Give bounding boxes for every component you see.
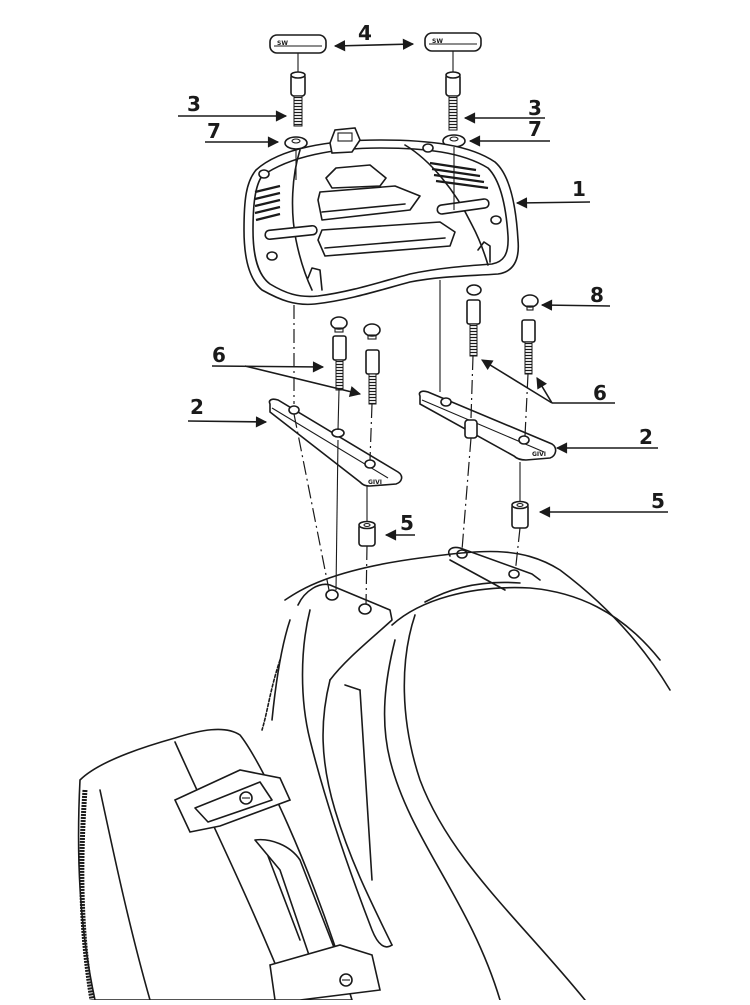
callout-label-7-right: 7 <box>528 117 542 141</box>
bolt-cap-right <box>521 294 539 311</box>
callout-label-2-left: 2 <box>190 395 204 419</box>
callout-label-6-left: 6 <box>212 343 226 367</box>
arm-stamp-text: GIVI <box>532 451 546 458</box>
rack-plate <box>243 127 520 306</box>
callout-6-right: 6 <box>481 359 615 405</box>
callout-label-6-right: 6 <box>593 381 607 405</box>
alignment-axes <box>293 280 529 606</box>
slot-cover-cap-right: SW <box>424 32 482 52</box>
callout-label-3-left: 3 <box>187 92 201 116</box>
callout-7-right: 7 <box>468 117 550 147</box>
plate-bolt-left <box>290 71 306 127</box>
mounting-arm-left: GIVI <box>268 398 403 487</box>
callout-1: 1 <box>515 177 591 209</box>
callout-3-left: 3 <box>178 92 288 122</box>
cap-stamp-text: SW <box>432 38 443 45</box>
callout-5-left: 5 <box>384 511 415 541</box>
arm-bolt-left-2 <box>363 323 381 405</box>
arm-stamp-text: GIVI <box>368 479 382 486</box>
callout-6-left: 6 <box>211 343 362 398</box>
callout-label-5-right: 5 <box>651 489 665 513</box>
cap-stamp-text: SW <box>277 40 288 47</box>
callout-label-4: 4 <box>358 21 372 45</box>
callout-2-left: 2 <box>187 395 268 428</box>
slot-cover-cap-left: SW <box>269 34 327 54</box>
callout-label-7-left: 7 <box>207 119 221 143</box>
callout-label-2-right: 2 <box>639 425 653 449</box>
callout-label-8: 8 <box>590 283 604 307</box>
callout-4: 4 <box>333 21 415 52</box>
callout-3-right: 3 <box>463 96 545 124</box>
arm-bolt-right-1 <box>466 284 482 357</box>
motorcycle-body <box>77 546 671 1001</box>
arm-bolt-left-1 <box>330 316 348 391</box>
callout-5-right: 5 <box>538 489 668 518</box>
callout-7-left: 7 <box>205 119 280 148</box>
callout-2-right: 2 <box>555 425 658 454</box>
spacer-right <box>511 500 529 529</box>
spacer-left <box>358 520 376 547</box>
callout-label-5-left: 5 <box>400 511 414 535</box>
callout-8: 8 <box>540 283 611 311</box>
plate-bolt-right <box>445 71 461 131</box>
callout-label-3-right: 3 <box>528 96 542 120</box>
arm-bolt-right-2 <box>521 319 536 375</box>
mounting-arm-right: GIVI <box>418 390 557 461</box>
callout-label-1: 1 <box>572 177 586 201</box>
